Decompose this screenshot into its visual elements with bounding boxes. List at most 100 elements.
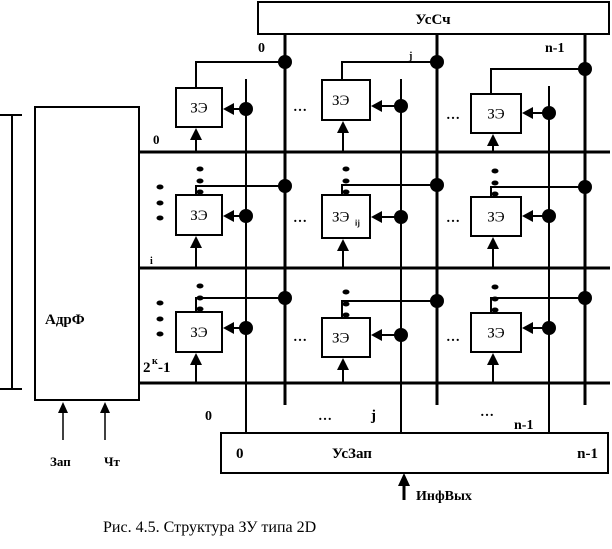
vertical-ellipsis-dot	[196, 166, 204, 172]
row-label-2k-1: 2 к -1	[143, 356, 171, 376]
horizontal-ellipsis: …	[293, 100, 307, 115]
memory-cell-box	[470, 196, 522, 237]
read-connection	[195, 185, 285, 195]
memory-cell: ЗЭ	[470, 284, 592, 383]
write-junction-dot	[394, 210, 408, 224]
arrow-up-icon	[190, 236, 202, 248]
read-connection	[490, 186, 585, 197]
read-junction-dot	[278, 55, 292, 69]
read-junction-dot	[278, 291, 292, 305]
vertical-ellipsis-dot	[342, 289, 350, 295]
read-junction-dot	[430, 178, 444, 192]
write-junction-dot	[542, 209, 556, 223]
read-signal-label: Чт	[104, 454, 121, 469]
arrow-up-icon	[337, 358, 349, 370]
bottom-column-label-0: 0	[205, 409, 212, 424]
memory-cell-label: ЗЭ	[190, 208, 208, 224]
arrow-left-icon	[223, 103, 234, 115]
horizontal-ellipsis: …	[446, 330, 460, 345]
memory-cell-label: ЗЭ	[332, 93, 350, 109]
arrow-left-icon	[371, 329, 382, 341]
vertical-ellipsis-dot	[196, 306, 204, 312]
column-label-n-1: n-1	[545, 41, 564, 56]
horizontal-ellipsis: …	[446, 108, 460, 123]
vertical-ellipsis-dot	[156, 184, 164, 190]
write-block-label-0: 0	[236, 446, 244, 462]
read-amplifier-label: УсСч	[415, 12, 451, 28]
bottom-ellipsis-2: …	[480, 405, 494, 420]
read-junction-dot	[278, 179, 292, 193]
arrow-up-icon	[398, 473, 410, 486]
vertical-ellipsis-dot	[491, 180, 499, 186]
memory-cell-box	[175, 194, 223, 236]
read-connection	[490, 297, 585, 313]
arrow-up-icon	[100, 402, 110, 413]
arrow-up-icon	[58, 402, 68, 413]
figure-caption: Рис. 4.5. Структура ЗУ типа 2D	[103, 519, 316, 536]
write-junction-dot	[542, 321, 556, 335]
memory-cell-label: ЗЭ	[190, 325, 208, 341]
memory-cell-box	[321, 194, 371, 239]
write-junction-dot	[239, 102, 253, 116]
arrow-left-icon	[371, 211, 382, 223]
bottom-column-label-j: j	[370, 408, 376, 424]
vertical-ellipsis-dot	[156, 331, 164, 337]
read-junction-dot	[430, 294, 444, 308]
vertical-ellipsis-dot	[196, 283, 204, 289]
memory-cell-subscript: ij	[355, 219, 360, 228]
arrow-left-icon	[371, 100, 382, 112]
write-junction-dot	[394, 99, 408, 113]
write-block-label-n-1: n-1	[577, 446, 598, 462]
write-signal-label: Зап	[50, 454, 71, 469]
write-junction-dot	[239, 209, 253, 223]
memory-cell-box	[175, 87, 223, 128]
read-junction-dot	[578, 291, 592, 305]
vertical-ellipsis-dot	[196, 295, 204, 301]
data-input-label: ИнфВых	[416, 489, 472, 504]
read-junction-dot	[578, 180, 592, 194]
arrow-up-icon	[190, 128, 202, 140]
vertical-ellipsis-dot	[196, 189, 204, 195]
read-connection	[195, 61, 285, 88]
row-label-suffix: -1	[158, 360, 171, 376]
vertical-ellipsis-dot	[342, 312, 350, 318]
memory-cell-box	[321, 317, 371, 358]
write-junction-dot	[542, 106, 556, 120]
write-amplifier-label: УсЗап	[332, 446, 372, 462]
memory-cell-box	[470, 93, 522, 134]
vertical-ellipsis-dot	[342, 166, 350, 172]
column-label-0: 0	[258, 41, 265, 56]
arrow-up-icon	[487, 237, 499, 249]
vertical-ellipsis-dot	[342, 189, 350, 195]
memory-cell-label: ЗЭ	[332, 210, 350, 226]
vertical-ellipsis-dot	[156, 316, 164, 322]
vertical-ellipsis-dot	[196, 178, 204, 184]
vertical-ellipsis-dot	[491, 307, 499, 313]
memory-cell: ЗЭ	[321, 55, 444, 152]
read-connection	[341, 184, 437, 195]
arrow-left-icon	[522, 107, 533, 119]
word-lines	[139, 150, 610, 385]
row-label-0: 0	[153, 132, 160, 147]
arrow-up-icon	[337, 239, 349, 251]
address-decoder-label: АдрФ	[45, 312, 85, 328]
read-signal-input: Чт	[100, 402, 121, 469]
arrow-up-icon	[487, 134, 499, 146]
read-junction-dot	[430, 55, 444, 69]
memory-cell-box	[470, 312, 522, 353]
bottom-ellipsis-1: …	[318, 409, 332, 424]
read-connection	[341, 61, 437, 80]
read-connection	[195, 297, 285, 312]
vertical-ellipsis-dot	[491, 168, 499, 174]
memory-cell: ЗЭ	[175, 166, 292, 268]
row-label-exp: к	[152, 356, 158, 367]
write-signal-input: Зап	[50, 402, 71, 469]
write-amplifier-block: 0 УсЗап n-1	[220, 432, 609, 474]
read-bit-lines	[283, 34, 587, 405]
memory-cell-label: ЗЭ	[487, 107, 505, 123]
vertical-ellipsis-dot	[342, 178, 350, 184]
arrow-left-icon	[522, 322, 533, 334]
bottom-column-label-n-1: n-1	[514, 418, 533, 433]
